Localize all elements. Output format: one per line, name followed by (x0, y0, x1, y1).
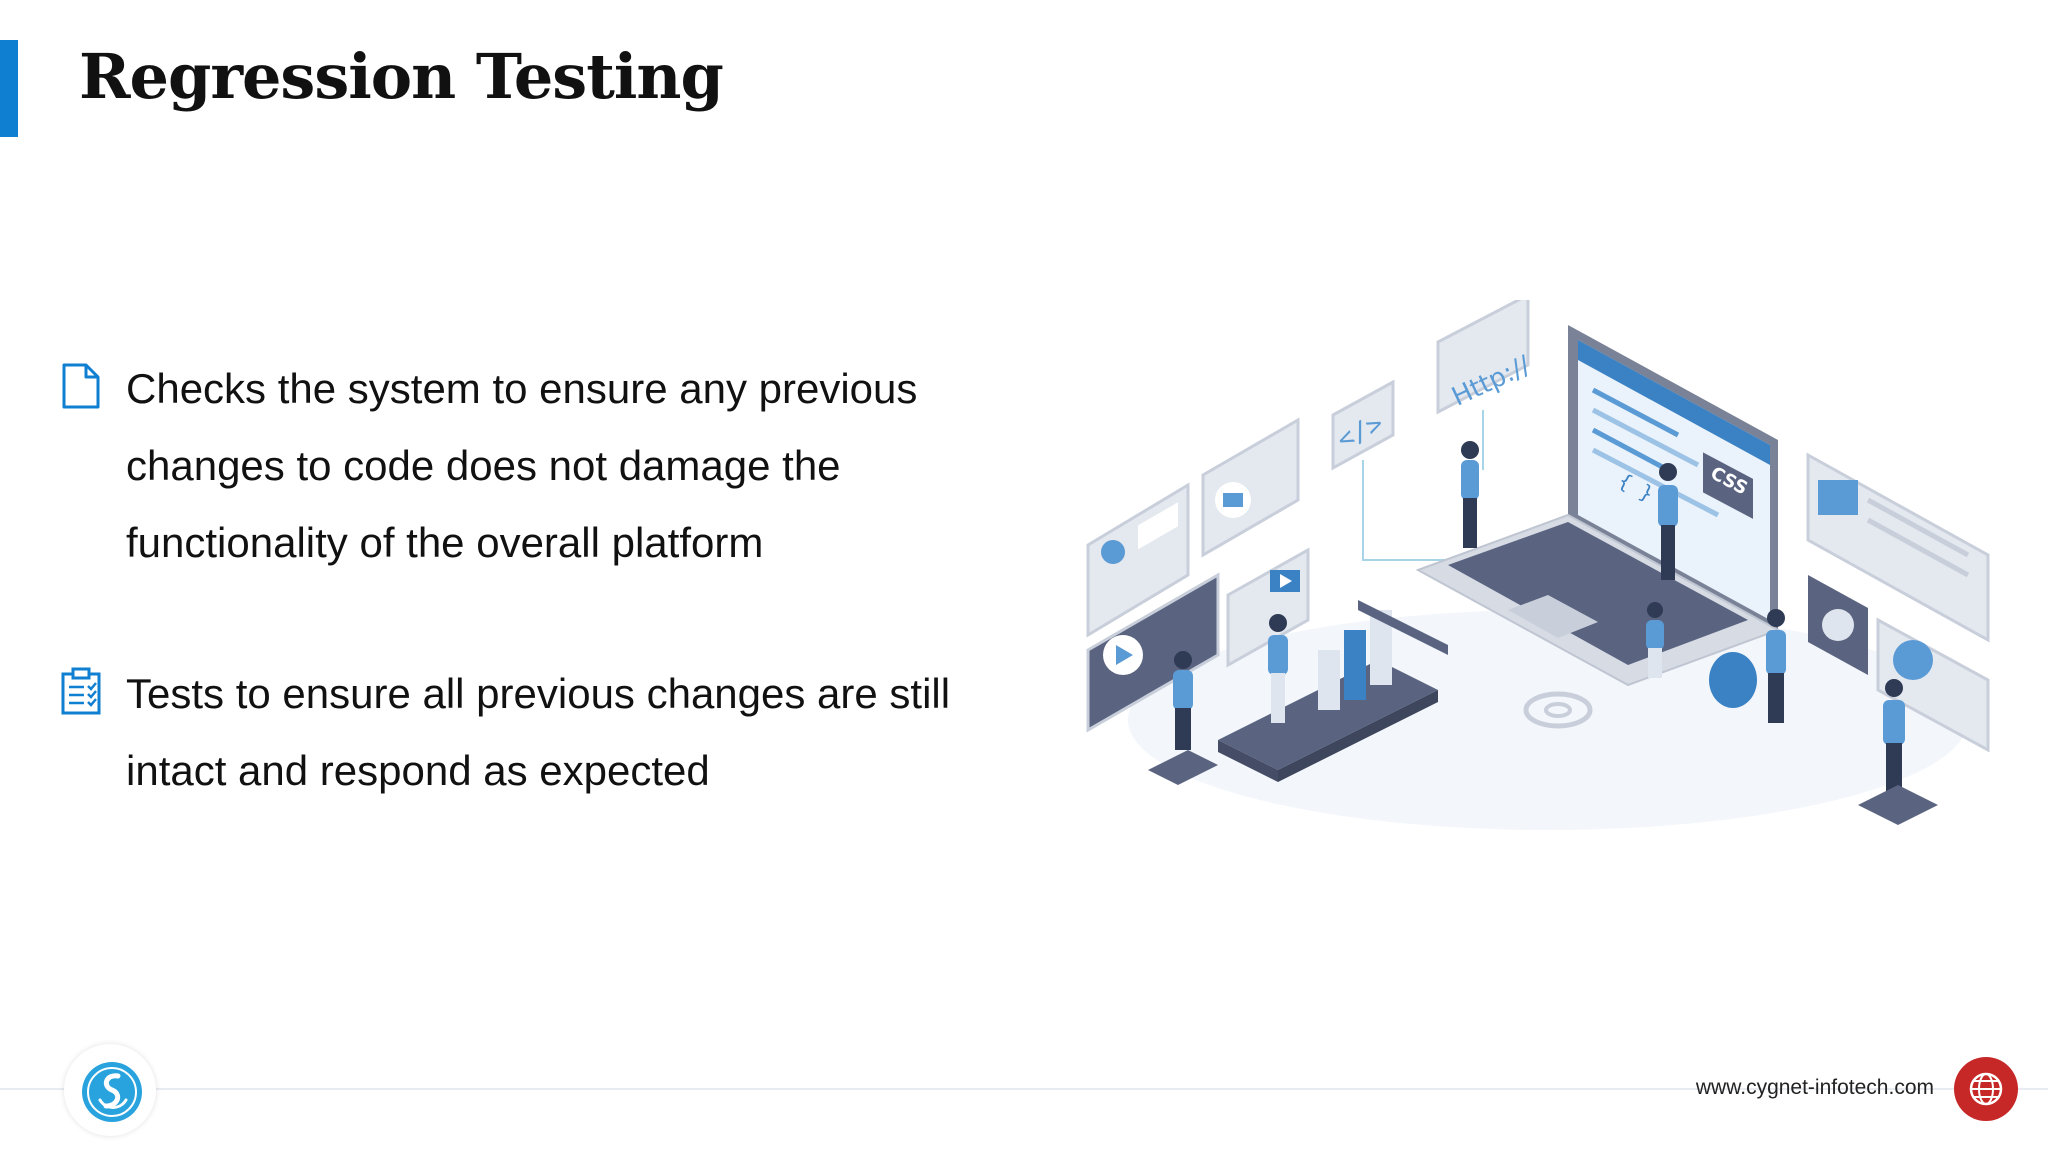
left-ui-panels (1086, 417, 1310, 733)
right-ui-panels (1806, 452, 1990, 753)
clipboard-checklist-icon (61, 667, 101, 715)
title-accent-bar (0, 40, 18, 137)
person-chart (1268, 614, 1288, 723)
person-laptop-right (1658, 463, 1678, 580)
bullet-item-1: Checks the system to ensure any previous… (60, 350, 960, 581)
person-right-pedestal (1858, 679, 1938, 825)
cygnet-swan-logo (82, 1062, 142, 1122)
people (1148, 441, 1938, 825)
person-sitting (1646, 602, 1664, 678)
footer-divider (0, 1088, 2048, 1090)
http-bubble: Http:// (1436, 300, 1535, 470)
bullet-list: Checks the system to ensure any previous… (60, 350, 960, 883)
slide-title: Regression Testing (79, 40, 724, 113)
globe-icon (1969, 1072, 2003, 1106)
software-testing-illustration: </> Http:// CSS { } (1086, 300, 1990, 830)
person-left (1148, 651, 1218, 785)
document-icon (62, 363, 100, 409)
website-url: www.cygnet-infotech.com (1695, 1076, 1934, 1099)
at-sign-icon (1523, 691, 1593, 729)
bar-chart-platform (1218, 600, 1448, 782)
bullet-text-1: Checks the system to ensure any previous… (126, 365, 918, 566)
bullet-item-2: Tests to ensure all previous changes are… (60, 655, 960, 809)
person-far-right (1709, 609, 1786, 723)
person-center (1461, 441, 1479, 548)
globe-badge (1954, 1057, 2018, 1121)
bullet-text-2: Tests to ensure all previous changes are… (126, 670, 951, 794)
